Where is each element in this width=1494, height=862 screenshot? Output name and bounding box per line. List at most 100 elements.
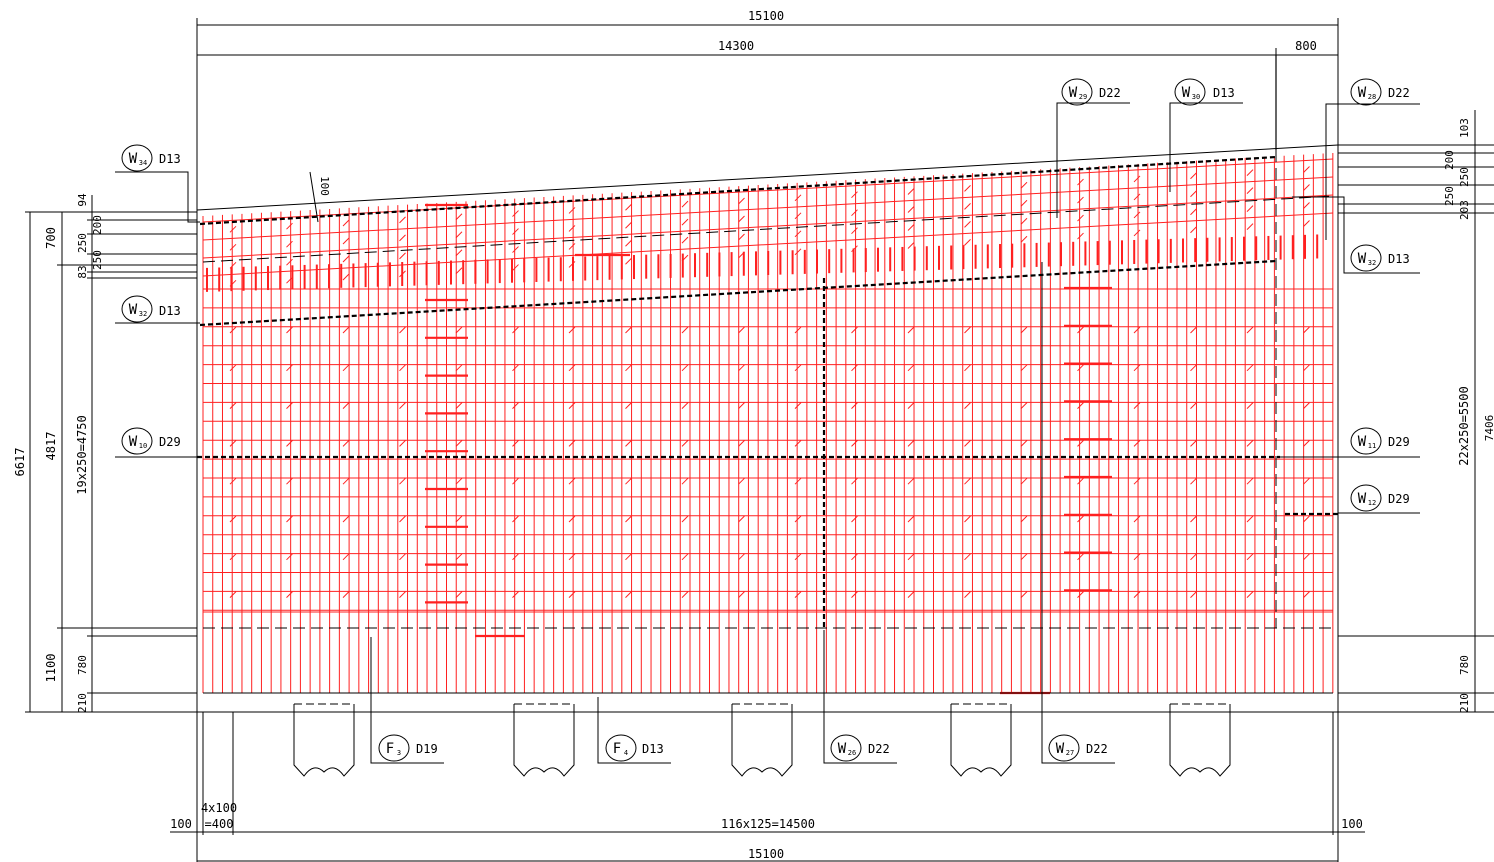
- tie-mark: [286, 276, 293, 284]
- w26-number: 26: [848, 749, 856, 757]
- w29-letter: W: [1069, 85, 1078, 101]
- tie-mark: [964, 591, 971, 598]
- tie-mark: [1190, 226, 1197, 234]
- tie-mark: [229, 440, 237, 447]
- tie-mark: [681, 236, 689, 244]
- w34-letter: W: [129, 151, 138, 167]
- w10-callout: W 10 D29: [115, 427, 188, 458]
- tie-mark: [1020, 515, 1028, 523]
- dim-right-780: 780: [1458, 655, 1471, 675]
- f3-size: D19: [416, 742, 438, 756]
- tie-mark: [681, 402, 689, 409]
- tie-mark: [286, 553, 293, 561]
- tie-mark: [1133, 211, 1141, 219]
- tie-mark: [738, 251, 745, 259]
- tie-mark: [625, 326, 632, 334]
- tie-mark: [1020, 402, 1028, 409]
- tie-mark: [1190, 172, 1197, 180]
- w29-number: 29: [1079, 93, 1087, 101]
- sloped-bar: [202, 212, 1334, 277]
- tie-mark: [229, 364, 237, 372]
- tie-mark: [794, 194, 802, 202]
- tie-mark: [738, 591, 745, 598]
- f4-callout: F 4 D13: [598, 734, 671, 764]
- tie-mark: [1246, 223, 1254, 230]
- tie-mark: [625, 203, 632, 211]
- dim-top-overall: 15100: [748, 9, 784, 23]
- dim-left-upper: 700: [44, 227, 58, 249]
- pile-sketches: [293, 703, 1231, 777]
- tie-mark: [512, 246, 519, 253]
- tie-mark: [512, 326, 519, 334]
- tie-mark: [1077, 326, 1084, 334]
- main-bars: [197, 155, 1338, 628]
- tie-mark: [455, 231, 463, 239]
- dim-left-780: 780: [76, 655, 89, 675]
- pile-sketch: [293, 703, 355, 777]
- w11-letter: W: [1358, 434, 1367, 450]
- tie-mark: [964, 221, 971, 228]
- f4-number: 4: [624, 749, 628, 757]
- w32-left-letter: W: [129, 302, 138, 318]
- tie-mark: [681, 200, 689, 208]
- w30-number: 30: [1192, 93, 1200, 101]
- dim-left-total: 6617: [13, 448, 27, 477]
- tie-mark: [625, 221, 632, 229]
- w29-size: D22: [1099, 86, 1121, 100]
- tie-mark: [399, 477, 406, 485]
- dim-left-250: 250: [76, 233, 89, 253]
- tie-mark: [229, 591, 237, 598]
- pile-sketch: [1169, 703, 1231, 777]
- tie-mark: [1020, 217, 1028, 225]
- tie-mark: [455, 249, 463, 257]
- dim-left-middle: 4817: [44, 432, 58, 461]
- tie-mark: [512, 402, 519, 409]
- tie-mark: [625, 553, 632, 561]
- tie-mark: [738, 477, 745, 485]
- tie-mark: [512, 591, 519, 598]
- tie-mark: [1190, 591, 1197, 598]
- w11-number: 11: [1368, 442, 1376, 450]
- tie-mark: [1303, 220, 1310, 227]
- tie-mark: [286, 515, 293, 523]
- tie-mark: [1133, 591, 1141, 598]
- tie-mark: [568, 515, 576, 523]
- tie-mark: [1190, 364, 1197, 372]
- tie-mark: [794, 515, 802, 523]
- tie-mark: [738, 233, 745, 241]
- tie-mark: [1303, 553, 1310, 561]
- tie-mark: [738, 197, 745, 205]
- tie-mark: [342, 326, 350, 334]
- dim-right-250a: 250: [1458, 167, 1471, 187]
- tie-mark: [1246, 187, 1254, 194]
- tie-mark: [1246, 515, 1254, 523]
- tie-mark: [399, 326, 406, 334]
- tie-mark: [512, 515, 519, 523]
- tie-mark: [964, 477, 971, 485]
- dim-right-total-partial: 7406: [1483, 415, 1494, 442]
- tie-mark: [625, 515, 632, 523]
- tie-mark: [907, 326, 915, 334]
- tie-mark: [738, 364, 745, 372]
- tie-mark: [851, 209, 858, 217]
- tie-mark: [907, 553, 915, 561]
- tie-mark: [568, 402, 576, 409]
- f3-letter: F: [386, 741, 394, 757]
- tie-mark: [964, 326, 971, 334]
- tie-mark: [1190, 477, 1197, 485]
- tie-mark: [1303, 591, 1310, 598]
- tie-mark: [964, 185, 971, 192]
- w27-size: D22: [1086, 742, 1108, 756]
- tie-mark: [625, 364, 632, 372]
- tie-mark: [399, 591, 406, 598]
- tie-mark: [568, 243, 576, 250]
- tie-mark: [512, 228, 519, 235]
- tie-mark: [1133, 175, 1141, 183]
- tie-mark: [229, 553, 237, 561]
- tie-mark: [1190, 208, 1197, 216]
- tie-mark: [1303, 184, 1310, 191]
- tie-mark: [1020, 440, 1028, 447]
- tie-mark: [455, 515, 463, 523]
- w12-size: D29: [1388, 492, 1410, 506]
- tie-mark: [907, 402, 915, 409]
